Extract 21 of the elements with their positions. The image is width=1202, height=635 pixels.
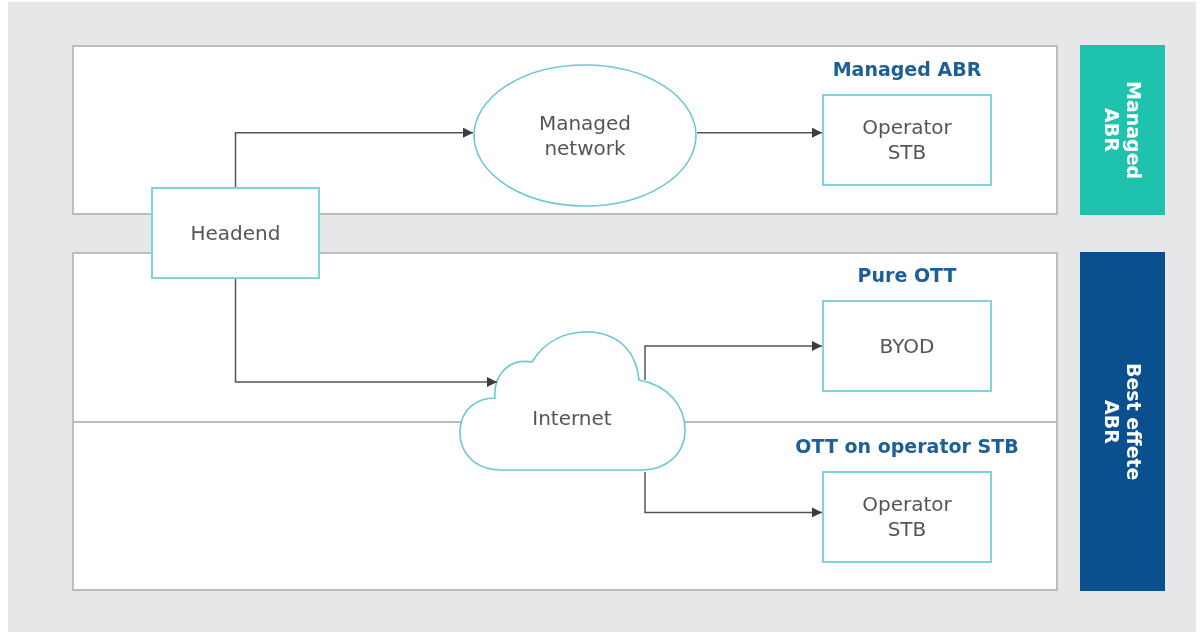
process-box bbox=[151, 187, 320, 279]
panel bbox=[72, 252, 1058, 591]
arrow bbox=[644, 341, 823, 381]
box-label: Headend bbox=[190, 220, 281, 246]
box-label: BYOD bbox=[879, 333, 935, 359]
category-band bbox=[1080, 252, 1165, 591]
arrow bbox=[234, 278, 498, 387]
category-band bbox=[1080, 45, 1165, 215]
arrow bbox=[234, 127, 474, 188]
node-label: Managed network bbox=[537, 110, 633, 161]
box-label: Operator STB bbox=[861, 115, 953, 165]
panel bbox=[72, 45, 1058, 215]
section-heading: Managed ABR bbox=[831, 58, 983, 80]
node-label: Internet bbox=[532, 405, 612, 431]
arrow bbox=[644, 471, 823, 518]
section-heading: OTT on operator STB bbox=[794, 435, 1020, 457]
section-heading: Pure OTT bbox=[856, 264, 958, 286]
band-label: Managed ABR bbox=[1099, 80, 1146, 180]
band-label: Best effete ABR bbox=[1099, 361, 1146, 483]
arrow bbox=[696, 127, 823, 138]
box-label: Operator STB bbox=[861, 492, 953, 542]
